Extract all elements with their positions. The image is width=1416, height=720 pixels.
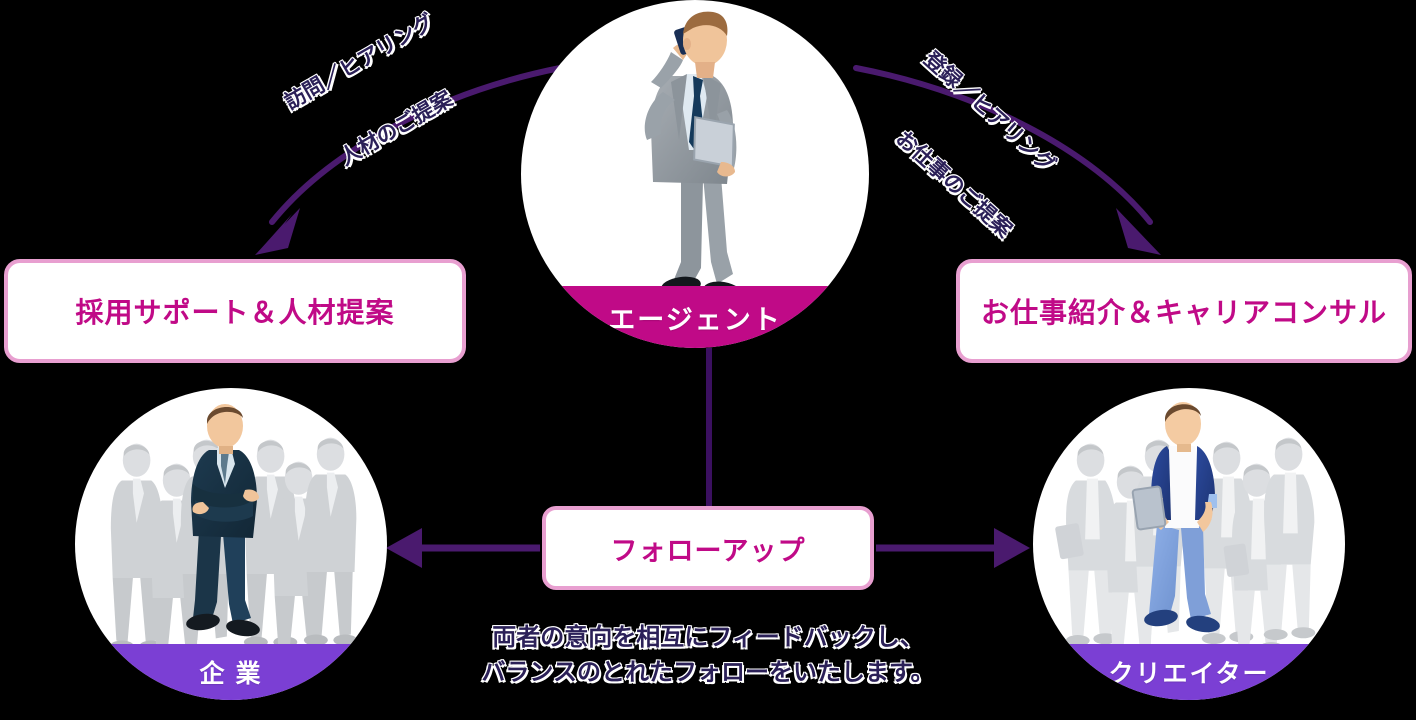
box-job-introduction[interactable]: お仕事紹介＆キャリアコンサル — [956, 259, 1412, 363]
caption-line-1: 両者の意向を相互にフィードバックし、 — [492, 624, 924, 651]
arc-label-talent-proposal: 人材のご提案 — [336, 87, 457, 171]
caption-line-2: バランスのとれたフォローをいたします。 — [481, 658, 935, 686]
node-agent-band: エージェント — [521, 286, 869, 348]
node-agent[interactable]: エージェント — [521, 0, 869, 348]
arrow-followup-to-company — [386, 528, 540, 568]
box-follow-up[interactable]: フォローアップ — [542, 506, 874, 590]
node-creator[interactable]: クリエイター — [1033, 388, 1345, 700]
box-recruitment-support[interactable]: 採用サポート＆人材提案 — [4, 259, 466, 363]
arrow-followup-to-creator — [876, 528, 1030, 568]
node-agent-label: エージェント — [608, 304, 782, 335]
node-company[interactable]: 企 業 — [75, 388, 387, 700]
node-creator-label: クリエイター — [1108, 660, 1270, 688]
creators-group-icon — [1055, 402, 1316, 658]
node-company-label: 企 業 — [199, 660, 263, 688]
arc-label-job-proposal: お仕事のご提案 — [891, 126, 1016, 243]
business-people-group-icon — [109, 404, 358, 661]
caption: 両者の意向を相互にフィードバックし、 バランスのとれたフォローをいたします。 — [443, 621, 973, 691]
box-job-introduction-label: お仕事紹介＆キャリアコンサル — [980, 297, 1387, 328]
box-follow-up-label: フォローアップ — [610, 535, 806, 566]
box-recruitment-support-label: 採用サポート＆人材提案 — [75, 297, 395, 328]
node-company-band: 企 業 — [75, 644, 387, 700]
node-creator-band: クリエイター — [1033, 644, 1345, 700]
